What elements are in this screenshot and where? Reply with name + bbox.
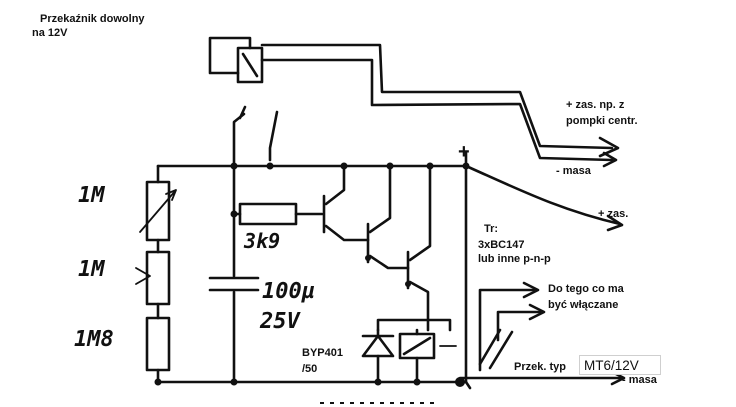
junction	[462, 162, 470, 170]
relay-coil-top-diagonal	[241, 52, 259, 78]
label-r2: 1M	[78, 257, 105, 282]
label-relay-title-2: na 12V	[32, 27, 68, 39]
resistor-r3	[145, 316, 171, 372]
switch-tick	[238, 105, 247, 120]
relay-type-value: MT6/12V	[579, 355, 661, 375]
relay-coil-bottom-diagonal	[402, 336, 432, 356]
label-supply-1: + zas. np. z	[566, 99, 625, 111]
label-diode-1: BYP401	[302, 347, 343, 359]
label-r3: 1M8	[74, 327, 114, 352]
label-load-2: być włączane	[548, 299, 618, 311]
label-relay-type: Przek. typ	[514, 361, 566, 373]
wire-diode-relay-top	[376, 318, 452, 332]
q3-collector	[408, 164, 432, 262]
resistor-r2-wiper	[135, 267, 151, 285]
wire-masa-path	[260, 58, 614, 162]
switch-left-lead	[232, 112, 246, 170]
label-r4: 3k9	[243, 229, 280, 253]
relay-coil-top	[236, 46, 264, 84]
arrow-load-2	[528, 303, 546, 321]
contact-blade-1	[478, 328, 502, 366]
label-cap-2: 25V	[259, 309, 301, 334]
junction	[230, 210, 238, 218]
label-masa-1: - masa	[556, 165, 592, 177]
wire-relay-left	[208, 36, 252, 75]
label-load-1: Do tego co ma	[548, 283, 625, 295]
q1-collector	[324, 164, 346, 206]
resistor-3k9	[238, 202, 298, 226]
junction	[230, 162, 238, 170]
contact-blade-2	[488, 330, 514, 370]
terminal	[455, 377, 465, 387]
resistor-r1-arrow	[139, 189, 177, 233]
q2-collector	[368, 164, 392, 234]
diode-triangle	[361, 334, 395, 358]
q3-emitter	[408, 280, 430, 332]
arrow-zas2	[606, 214, 624, 232]
wire-load-1	[478, 288, 536, 372]
wire-load-2	[496, 310, 542, 342]
transistor-q2	[366, 164, 410, 270]
label-masa-2: - masa	[622, 374, 658, 386]
q1-emitter	[324, 224, 370, 242]
wire-rail-end	[464, 380, 472, 390]
junction	[154, 378, 162, 386]
arrow-load-1	[522, 281, 540, 299]
label-tr-2: 3xBC147	[478, 239, 524, 251]
q2-emitter	[368, 254, 410, 270]
switch-blade	[268, 110, 279, 162]
junction	[365, 255, 371, 261]
label-supply-2: pompki centr.	[566, 115, 638, 127]
wire-supply-path	[260, 43, 614, 150]
arrow-masa	[602, 151, 618, 168]
label-tr-3: lub inne p-n-p	[478, 253, 551, 265]
junction	[413, 378, 421, 386]
diode-byp401	[361, 328, 395, 384]
resistor-r2	[145, 250, 171, 306]
junction	[340, 162, 348, 170]
junction	[374, 378, 382, 386]
label-relay-title-1: Przekaźnik dowolny	[40, 13, 145, 25]
junction	[266, 162, 274, 170]
label-tr-1: Tr:	[484, 223, 498, 235]
label-zas-2: + zas.	[598, 208, 628, 220]
label-plus: +	[458, 141, 470, 163]
label-cap-1: 100µ	[262, 279, 315, 304]
label-r1: 1M	[78, 183, 105, 208]
transistor-q3	[406, 164, 432, 332]
relay-coil-bottom	[398, 328, 457, 384]
junction	[386, 162, 394, 170]
label-diode-2: /50	[302, 363, 317, 375]
junction	[230, 378, 238, 386]
transistor-q1	[322, 164, 370, 242]
junction-dots	[154, 162, 470, 387]
relay-switch	[232, 105, 279, 170]
wire-zas2	[464, 164, 622, 226]
junction	[426, 162, 434, 170]
relay-output-contacts	[458, 281, 626, 386]
junction	[405, 281, 411, 287]
